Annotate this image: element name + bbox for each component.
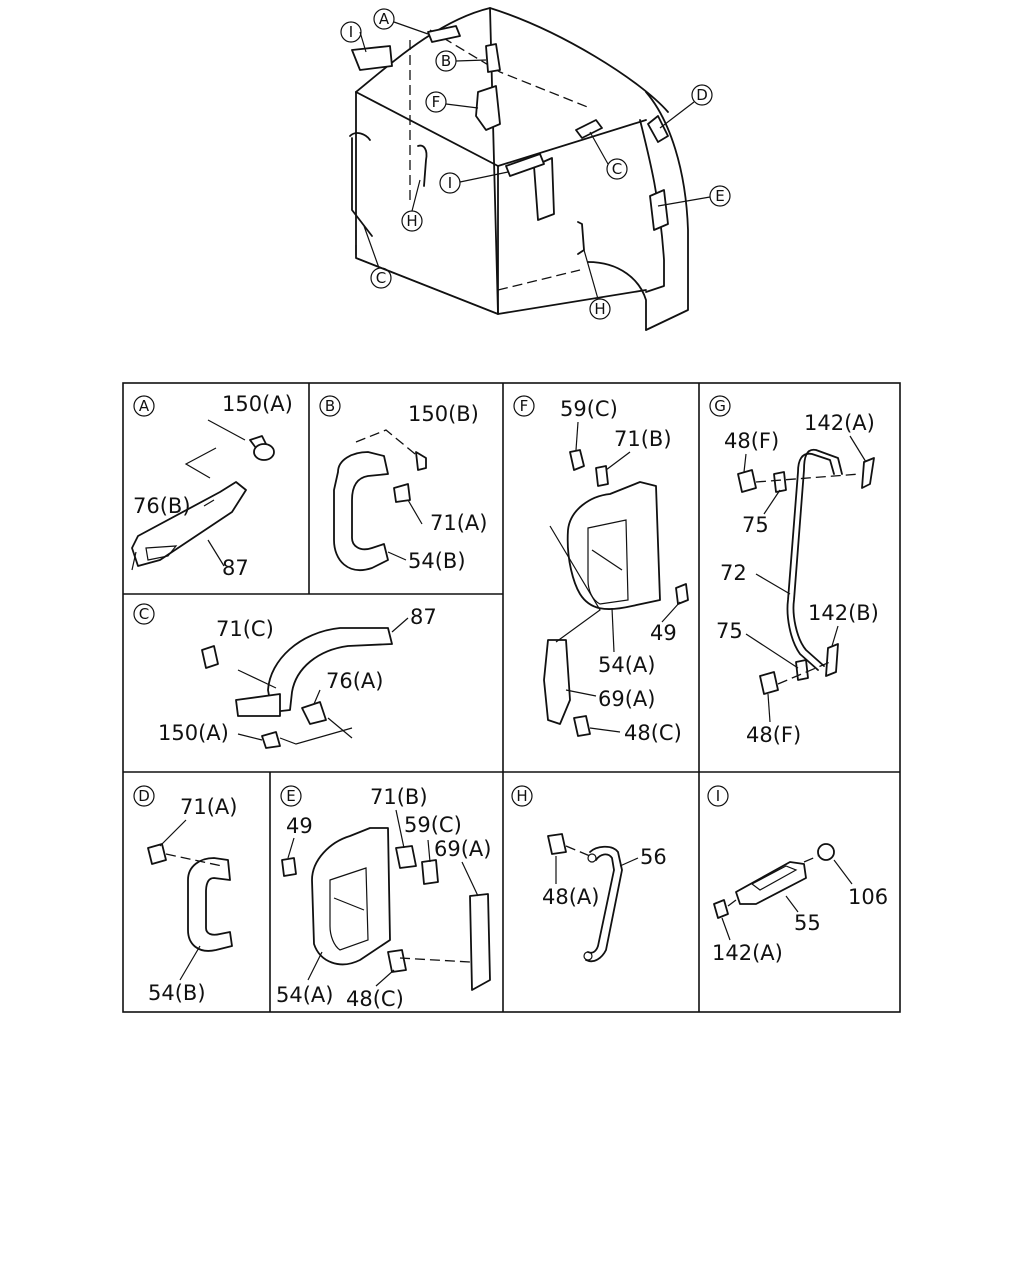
label-G-75-bottom: 75 — [716, 619, 743, 643]
label-B-71A: 71(A) — [430, 511, 487, 535]
label-B-150B: 150(B) — [408, 402, 479, 426]
panel-I: I 106 55 142(A) — [707, 785, 888, 965]
panel-key-H: H — [516, 787, 527, 805]
panel-G: G 48(F) 142(A) 75 72 142(B) 75 48(F) — [709, 395, 879, 747]
panel-A: A 150(A) 76(B) 87 — [131, 392, 293, 580]
panel-D: D 71(A) 54(B) — [133, 785, 237, 1005]
callout-H-right: H — [594, 300, 605, 318]
label-G-48F-bottom: 48(F) — [746, 723, 801, 747]
label-C-76A: 76(A) — [326, 669, 383, 693]
label-C-87: 87 — [410, 605, 437, 629]
label-F-49: 49 — [650, 621, 677, 645]
label-H-48A: 48(A) — [542, 885, 599, 909]
callout-E: E — [715, 187, 724, 205]
callout-C-left: C — [376, 269, 386, 287]
label-I-106: 106 — [848, 885, 888, 909]
label-E-48C: 48(C) — [346, 987, 404, 1011]
label-E-69A: 69(A) — [434, 837, 491, 861]
label-G-142B: 142(B) — [808, 601, 879, 625]
label-C-150A: 150(A) — [158, 721, 229, 745]
callout-F: F — [432, 93, 441, 111]
label-C-71C: 71(C) — [216, 617, 274, 641]
label-E-71B: 71(B) — [370, 785, 428, 809]
callout-D: D — [696, 86, 708, 104]
panel-key-C: C — [139, 605, 149, 623]
label-A-76B: 76(B) — [133, 494, 191, 518]
panel-key-E: E — [286, 787, 295, 805]
callout-A: A — [379, 10, 390, 28]
label-A-150A: 150(A) — [222, 392, 293, 416]
label-A-87: 87 — [222, 556, 249, 580]
panel-key-D: D — [138, 787, 150, 805]
panel-key-I: I — [716, 787, 720, 805]
label-E-54A: 54(A) — [276, 983, 333, 1007]
label-E-49: 49 — [286, 814, 313, 838]
label-H-56: 56 — [640, 845, 667, 869]
callout-I-mid: I — [448, 174, 452, 192]
callout-H-left: H — [406, 212, 417, 230]
label-E-59C: 59(C) — [404, 813, 462, 837]
label-G-48F-top: 48(F) — [724, 429, 779, 453]
panel-key-B: B — [325, 397, 335, 415]
label-F-69A: 69(A) — [598, 687, 655, 711]
panel-key-F: F — [520, 397, 529, 415]
label-G-72: 72 — [720, 561, 747, 585]
label-I-55: 55 — [794, 911, 821, 935]
panel-F: F 59(C) 71(B) 49 54(A) 69(A) 48(C) — [513, 395, 689, 745]
label-F-59C: 59(C) — [560, 397, 618, 421]
label-I-142A: 142(A) — [712, 941, 783, 965]
callout-C-right: C — [612, 160, 622, 178]
panel-C: C 87 71(C) 76(A) 150(A) — [133, 603, 437, 749]
label-G-142A: 142(A) — [804, 411, 875, 435]
panel-key-A: A — [139, 397, 150, 415]
label-F-54A: 54(A) — [598, 653, 655, 677]
panel-E: E 71(B) 49 59(C) 69(A) 54(A) 48(C) — [276, 785, 491, 1011]
label-F-48C: 48(C) — [624, 721, 682, 745]
overview-callouts: I A B F D C I E H C H — [340, 8, 731, 320]
callout-B: B — [441, 52, 451, 70]
label-G-75-top: 75 — [742, 513, 769, 537]
cab-overview — [349, 7, 689, 331]
detail-grid — [122, 382, 901, 1013]
panel-B: B 150(B) 71(A) 54(B) — [319, 395, 487, 573]
panel-key-G: G — [714, 397, 726, 415]
label-F-71B: 71(B) — [614, 427, 672, 451]
label-D-71A: 71(A) — [180, 795, 237, 819]
label-D-54B: 54(B) — [148, 981, 206, 1005]
panel-H: H 56 48(A) — [511, 785, 667, 963]
callout-I-top: I — [349, 23, 353, 41]
label-B-54B: 54(B) — [408, 549, 466, 573]
